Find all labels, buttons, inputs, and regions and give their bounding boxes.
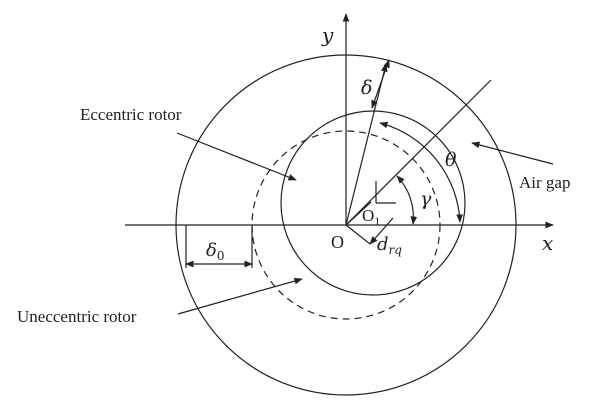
drq-label-sub: rq	[389, 243, 403, 257]
uneccentric-rotor-leader	[177, 277, 303, 315]
drq-vector	[345, 201, 372, 226]
diagonal-reference-line	[345, 79, 492, 226]
delta0-label-sub: 0	[217, 249, 225, 263]
o1-label-main: O	[362, 206, 374, 225]
drq-label: drq	[377, 234, 402, 257]
theta-arc	[379, 121, 463, 223]
delta0-label-main: δ	[206, 240, 217, 261]
theta-label: θ	[445, 149, 457, 171]
eccentric-rotor-leader	[176, 132, 297, 181]
drq-perpendicular-2	[345, 224, 371, 245]
x-axis-label: x	[542, 231, 553, 255]
gamma-arc	[396, 175, 418, 225]
delta-gap-marker	[371, 59, 390, 109]
o1-label-sub: 1	[374, 214, 380, 228]
eccentric-rotor-label: Eccentric rotor	[80, 105, 182, 124]
gamma-label: γ	[420, 188, 432, 210]
origin-label: O	[331, 232, 344, 252]
drq-label-main: d	[377, 234, 389, 255]
uneccentric-rotor-label: Uneccentric rotor	[17, 307, 137, 326]
eccentric-rotor-circle	[280, 110, 466, 296]
delta0-label: δ0	[206, 240, 224, 263]
air-gap-leader	[471, 141, 554, 165]
air-gap-label: Air gap	[519, 173, 570, 192]
o1-label: O1	[362, 206, 380, 228]
delta-label: δ	[361, 77, 372, 99]
y-axis-label: y	[321, 23, 334, 47]
